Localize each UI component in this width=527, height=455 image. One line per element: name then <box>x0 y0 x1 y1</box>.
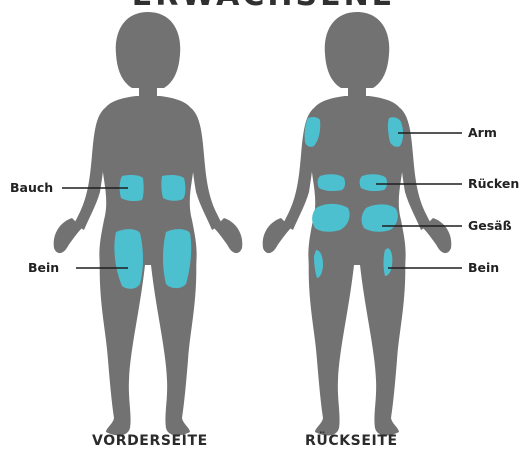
front-belly-zone-right <box>161 175 185 201</box>
back-lower-back-zone-right <box>360 174 387 191</box>
front-body-silhouette <box>54 12 243 435</box>
label-front-leg: Bein <box>28 260 59 275</box>
front-view-caption: VORDERSEITE <box>92 433 208 449</box>
back-lower-back-zone-left <box>318 174 345 191</box>
label-back-back: Rücken <box>468 176 519 191</box>
back-buttock-zone-right <box>362 204 398 231</box>
label-back-arm: Arm <box>468 125 497 140</box>
label-back-buttocks: Gesäß <box>468 218 512 233</box>
label-back-leg: Bein <box>468 260 499 275</box>
label-front-belly: Bauch <box>10 180 53 195</box>
back-view-caption: RÜCKSEITE <box>305 433 398 449</box>
front-leg-zone-right <box>163 229 191 288</box>
back-body-silhouette <box>263 12 452 435</box>
